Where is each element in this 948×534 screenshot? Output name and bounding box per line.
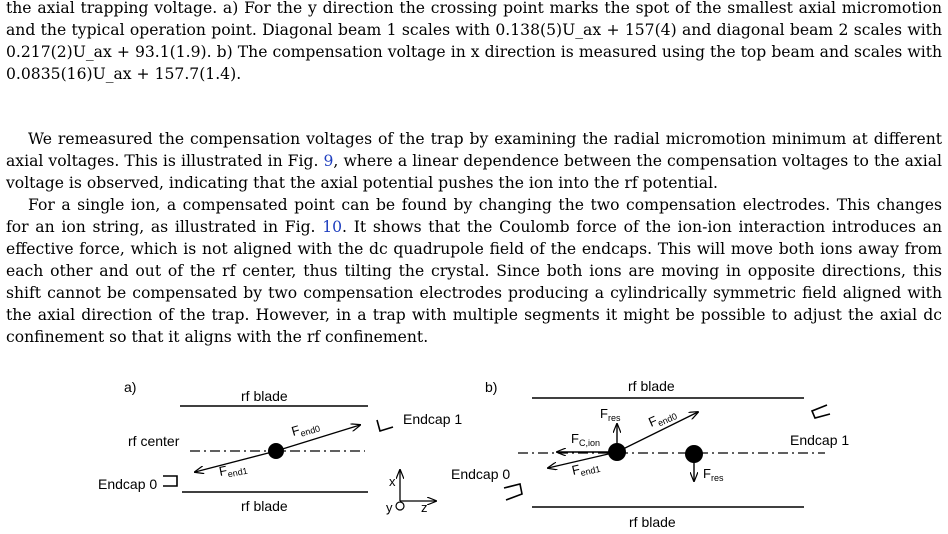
panel-a-endcap1-shape xyxy=(376,419,394,433)
panel-b: b) rf blade rf blade Fres Fres Fend0 FC,… xyxy=(451,378,849,530)
panel-b-endcap0-label: Endcap 0 xyxy=(451,466,510,482)
panel-b-force-res-down-label: Fres xyxy=(703,466,724,483)
panel-a-endcap1-label: Endcap 1 xyxy=(403,411,462,427)
body-text: We remeasured the compensation voltages … xyxy=(6,128,942,348)
axis-y-symbol xyxy=(395,501,405,511)
panel-b-force-end0-label: Fend0 xyxy=(646,405,678,432)
panel-b-force-res-up-label: Fres xyxy=(600,406,621,423)
figure-ref-10[interactable]: 10 xyxy=(322,218,343,236)
axis-z-label: z xyxy=(421,500,428,515)
panel-a-force-end1-arrow xyxy=(195,450,277,472)
panel-b-force-end0-arrow xyxy=(616,412,698,453)
panel-a: a) rf blade rf center rf blade Fend0 Fen… xyxy=(98,379,462,515)
panel-a-force-end1-label: Fend1 xyxy=(218,459,249,481)
panel-b-label: b) xyxy=(485,379,497,395)
paragraph-2: For a single ion, a compensated point ca… xyxy=(6,196,943,346)
figure-ref-9[interactable]: 9 xyxy=(323,152,334,170)
panel-a-rf-blade-bottom-label: rf blade xyxy=(241,498,288,514)
figure-ion-string-diagram: a) rf blade rf center rf blade Fend0 Fen… xyxy=(98,378,849,530)
panel-b-endcap0-shape xyxy=(503,483,523,501)
panel-b-force-end1-label: Fend1 xyxy=(570,457,601,480)
panel-b-rf-blade-top-label: rf blade xyxy=(628,378,675,394)
panel-a-rf-center-label: rf center xyxy=(128,433,180,449)
panel-b-endcap1-label: Endcap 1 xyxy=(790,432,849,448)
paragraph-1: We remeasured the compensation voltages … xyxy=(6,130,942,192)
panel-b-force-end1-arrow xyxy=(548,451,618,468)
axis-y-label: y xyxy=(386,500,393,515)
panel-a-force-end0-label: Fend0 xyxy=(290,417,322,441)
panel-b-rf-blade-bottom-label: rf blade xyxy=(629,514,676,530)
figure-caption: the axial trapping voltage. a) For the y… xyxy=(6,0,942,85)
panel-b-force-cion-label: FC,ion xyxy=(571,431,600,448)
panel-b-endcap1-shape xyxy=(810,404,831,419)
panel-a-endcap0-label: Endcap 0 xyxy=(98,476,157,492)
panel-a-label: a) xyxy=(124,379,136,395)
panel-a-force-end0-arrow xyxy=(275,425,360,452)
axis-x-label: x xyxy=(389,474,396,489)
caption-text: the axial trapping voltage. a) For the y… xyxy=(6,0,942,83)
panel-a-endcap0-shape xyxy=(163,475,178,487)
panel-a-rf-blade-top-label: rf blade xyxy=(241,388,288,404)
